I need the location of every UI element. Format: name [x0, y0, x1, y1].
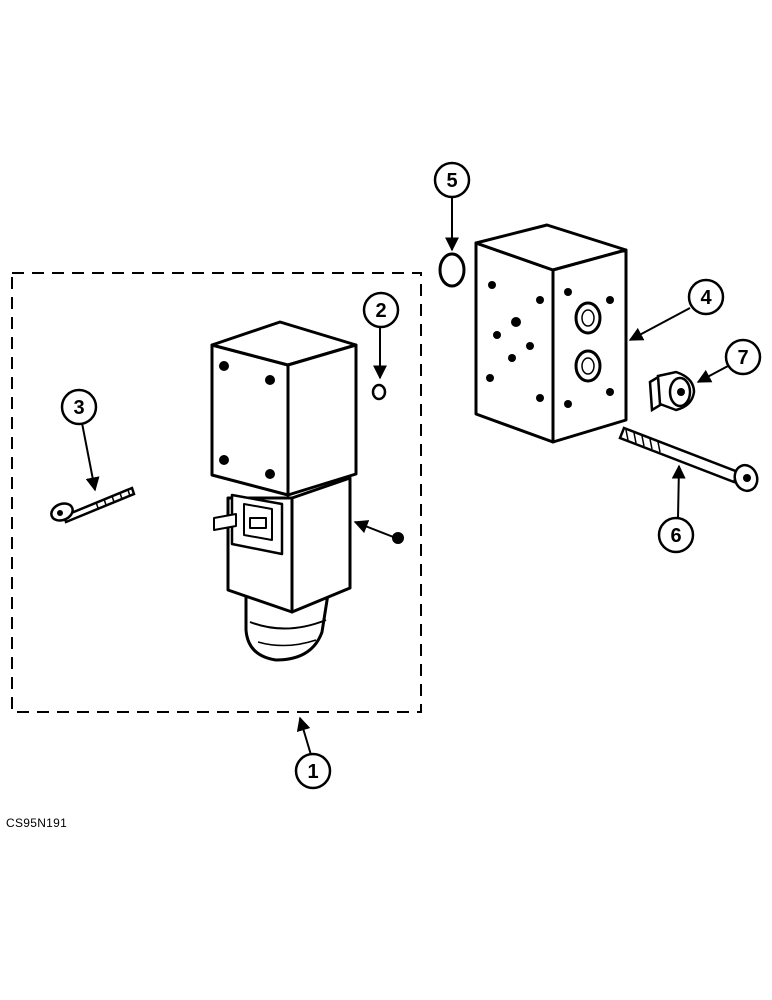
- callout-1-label: 1: [307, 761, 318, 783]
- callout-7: 7: [724, 338, 762, 376]
- callout-5: 5: [433, 161, 471, 199]
- solenoid-pointer-dot: [392, 532, 404, 544]
- cap-screw-long: [618, 426, 759, 493]
- callout-4-label: 4: [700, 287, 712, 309]
- callout-1: 1: [294, 752, 332, 790]
- figure-id: CS95N191: [6, 816, 68, 830]
- callout-3-label: 3: [73, 397, 84, 419]
- callout-2: 2: [362, 291, 400, 329]
- callout-2-label: 2: [375, 300, 386, 322]
- cap-screw-short: [50, 486, 136, 524]
- callout-4: 4: [687, 278, 725, 316]
- solenoid-pointer-line: [353, 520, 397, 539]
- callout-7-label: 7: [737, 347, 748, 369]
- callout-6-label: 6: [670, 525, 681, 547]
- callout-6: 6: [657, 516, 695, 554]
- port-plug: [648, 370, 696, 413]
- manifold-block: [474, 223, 628, 444]
- callout-3: 3: [60, 388, 98, 426]
- o-ring-large: [438, 252, 466, 288]
- callout-5-label: 5: [446, 170, 457, 192]
- o-ring-small: [371, 383, 387, 401]
- assembly-boundary: [11, 272, 422, 713]
- solenoid-valve: [210, 320, 358, 662]
